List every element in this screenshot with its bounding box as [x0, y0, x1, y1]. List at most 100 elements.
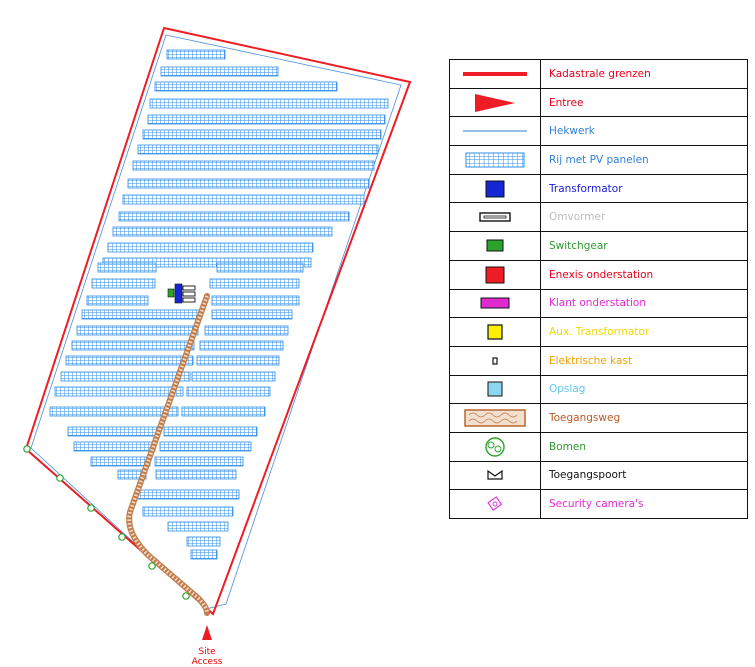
legend-row: Opslag: [449, 374, 748, 405]
pv-row: [90, 456, 151, 467]
pv-row: [155, 469, 237, 480]
pv-row: [191, 371, 276, 382]
pv-row: [122, 194, 365, 205]
pv-row: [67, 426, 161, 437]
storage-icon: [487, 381, 503, 397]
legend-label: Klant onderstation: [540, 288, 748, 319]
enexis-substation-icon: [485, 266, 505, 284]
tree-line: [23, 445, 190, 600]
legend-row: Klant onderstation: [449, 288, 748, 319]
tree-icon: [56, 474, 64, 482]
pv-row: [204, 325, 289, 336]
site-plan: [23, 26, 412, 640]
pv-row: [167, 521, 229, 532]
security-camera-icon: [487, 496, 503, 512]
legend-label: Rij met PV panelen: [540, 145, 748, 175]
pv-row: [190, 549, 218, 560]
cadastral-boundary: [24, 26, 412, 616]
legend-symbol: [449, 403, 541, 433]
legend-row: Kadastrale grenzen: [449, 59, 748, 89]
legend-label: Bomen: [540, 431, 748, 462]
switchgear: [167, 288, 175, 298]
pv-row: [142, 129, 382, 140]
tree-icon: [182, 592, 190, 600]
pv-row: [118, 211, 350, 222]
inverter-icon: [479, 212, 511, 222]
pv-row: [211, 295, 300, 306]
legend-symbol: [449, 87, 541, 118]
customer-substation-icon: [480, 297, 510, 309]
legend-label: Kadastrale grenzen: [540, 59, 748, 89]
legend-symbol: [449, 489, 541, 519]
legend-label: Toegangsweg: [540, 403, 748, 433]
switchgear-icon: [486, 239, 504, 252]
legend-symbol: [449, 202, 541, 233]
legend-label: Toegangspoort: [540, 460, 748, 491]
pv-row: [147, 114, 386, 125]
pv-row: [136, 489, 240, 500]
inverter-2: [182, 291, 196, 297]
pv-row: [97, 262, 157, 273]
access-road-icon: [464, 409, 526, 427]
legend-row: Enexis onderstation: [449, 259, 748, 290]
fence-line-icon: [463, 130, 527, 132]
pv-row: [71, 340, 195, 351]
pv-row: [54, 386, 184, 397]
legend-label: Opslag: [540, 374, 748, 405]
legend-row: Toegangsweg: [449, 403, 748, 433]
pv-rows: [49, 49, 389, 560]
entrance-triangle-icon: [475, 93, 515, 112]
pv-row: [102, 257, 312, 268]
legend-symbol: [449, 173, 541, 204]
legend-label: Aux. Transformator: [540, 317, 748, 347]
inverter-1: [182, 285, 196, 291]
legend-label: Switchgear: [540, 231, 748, 261]
tree-icon: [485, 437, 505, 457]
legend-row: Toegangspoort: [449, 460, 748, 491]
pv-row: [107, 242, 314, 253]
legend-label: Transformator: [540, 173, 748, 204]
legend-symbol: [449, 431, 541, 462]
pv-row: [166, 49, 226, 60]
pv-row: [76, 325, 199, 336]
legend-symbol: [449, 59, 541, 89]
pv-row: [132, 160, 375, 171]
legend-symbol: [449, 317, 541, 347]
legend-row: Bomen: [449, 431, 748, 462]
pv-row: [181, 406, 266, 417]
transformer-icon: [485, 180, 505, 198]
legend-row: Hekwerk: [449, 116, 748, 147]
aux-transformer-icon: [487, 324, 503, 340]
legend-label: Enexis onderstation: [540, 259, 748, 290]
pv-row: [73, 441, 156, 452]
pv-row: [186, 536, 221, 547]
pv-row: [186, 386, 271, 397]
legend-symbol: [449, 460, 541, 491]
legend-symbol: [449, 231, 541, 261]
pv-row: [154, 456, 244, 467]
pv-row: [86, 295, 149, 306]
pv-row: [160, 66, 279, 77]
legend-row: Aux. Transformator: [449, 317, 748, 347]
legend-label: Omvormer: [540, 202, 748, 233]
legend-symbol: [449, 374, 541, 405]
pv-row: [127, 178, 370, 189]
tree-icon: [118, 533, 126, 541]
legend-symbol: [449, 116, 541, 147]
tree-icon: [148, 562, 156, 570]
legend-row: Security camera's: [449, 489, 748, 519]
access-road-fill: [127, 295, 209, 614]
legend-row: Transformator: [449, 173, 748, 204]
legend-symbol: [449, 288, 541, 319]
tree-icon: [87, 504, 95, 512]
pv-row: [216, 262, 304, 273]
pv-panel-icon: [465, 152, 525, 168]
pv-row: [137, 144, 379, 155]
pv-row: [159, 441, 252, 452]
pv-row: [163, 426, 258, 437]
site-access-label: Site Access: [191, 647, 223, 667]
legend-symbol: [449, 259, 541, 290]
pv-row: [199, 340, 284, 351]
legend-label: Hekwerk: [540, 116, 748, 147]
